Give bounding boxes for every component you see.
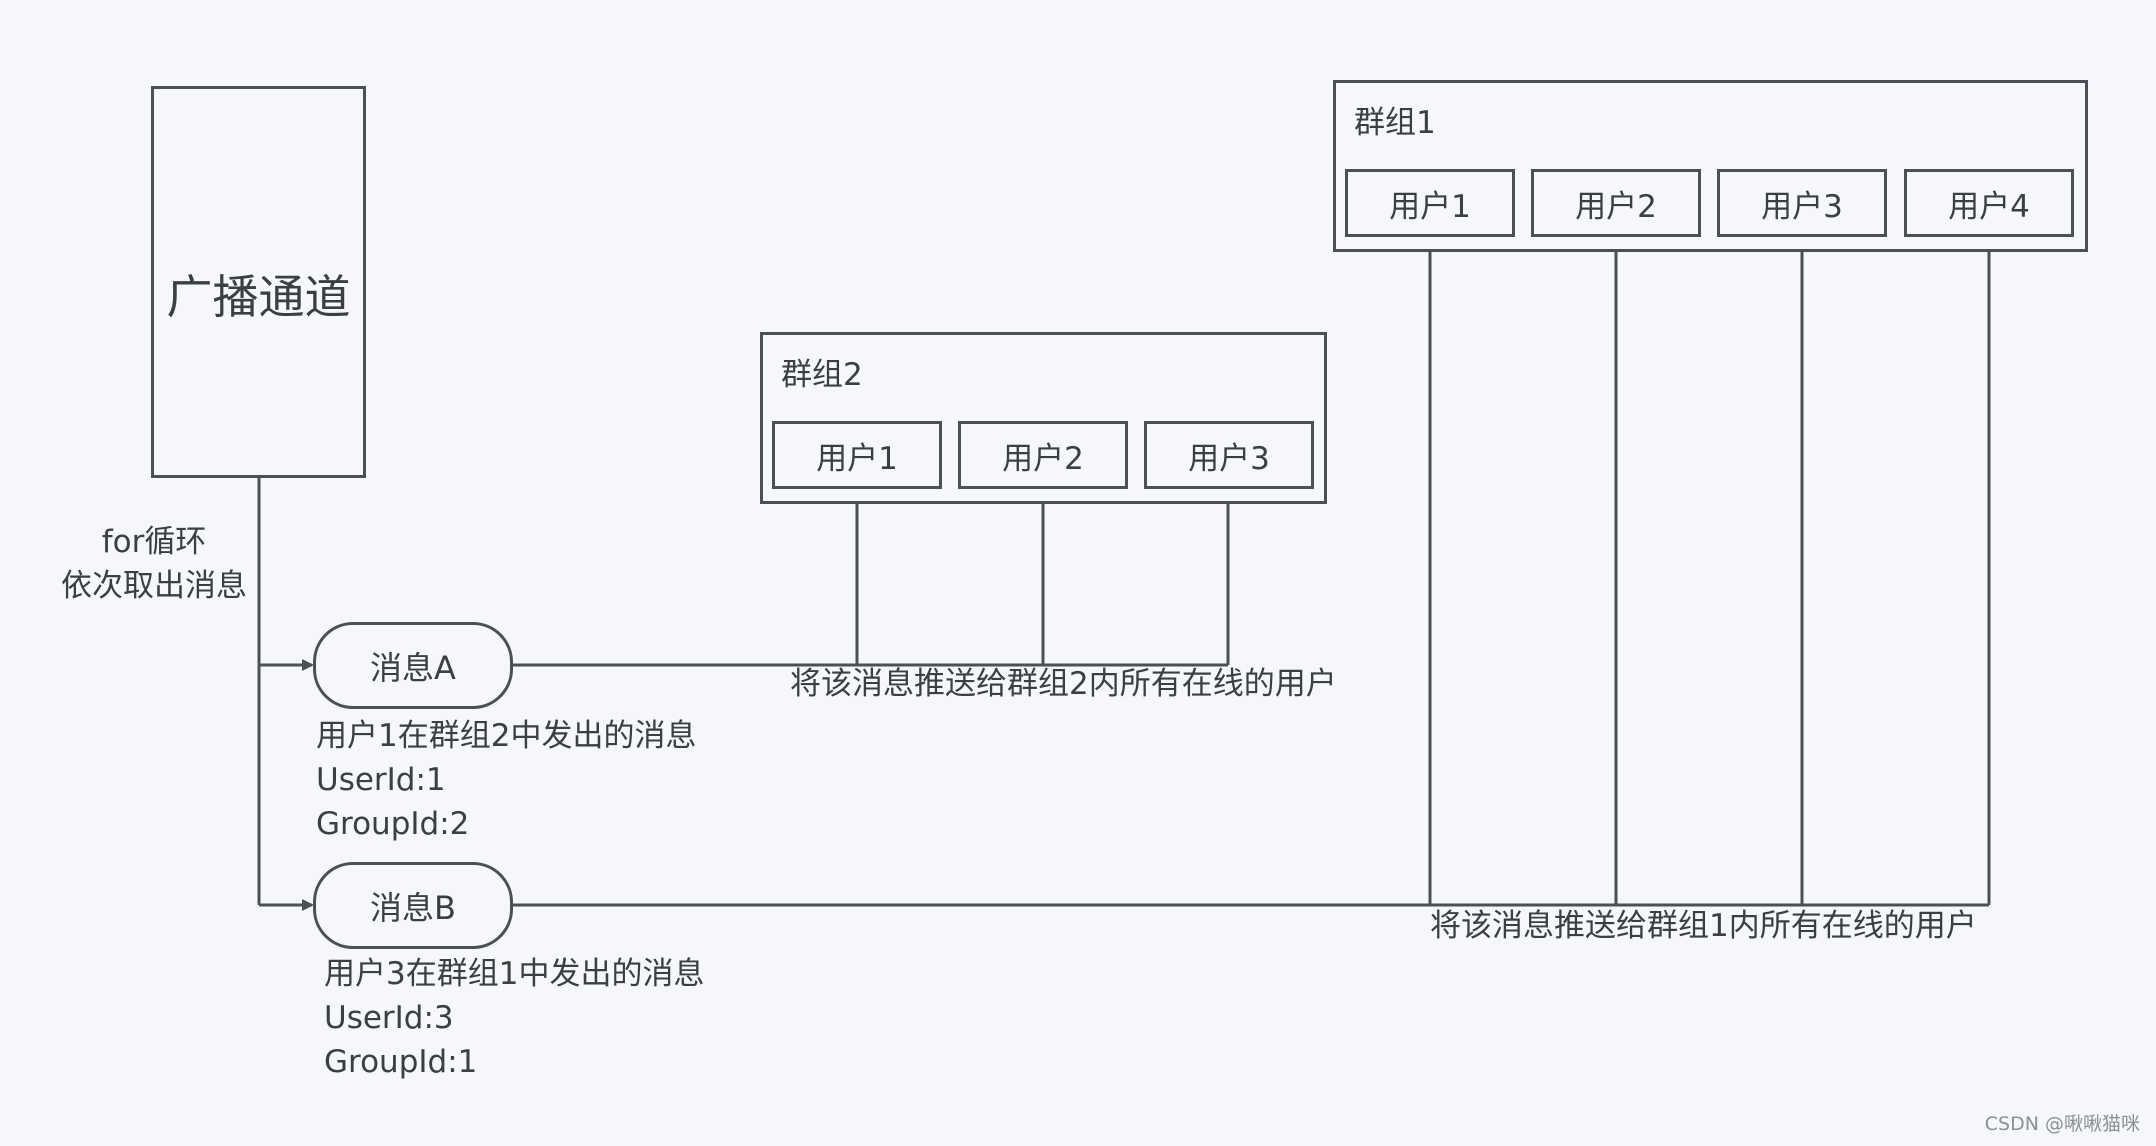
- message-b-node: 消息B: [313, 862, 513, 949]
- message-b-group-id: GroupId:1: [324, 1044, 478, 1080]
- message-a-desc: 用户1在群组2中发出的消息: [316, 718, 697, 754]
- message-b-label: 消息B: [370, 888, 456, 927]
- message-b-desc: 用户3在群组1中发出的消息: [324, 956, 705, 992]
- loop-note-line2: 依次取出消息: [61, 568, 247, 604]
- group2-user3-box: 用户3: [1144, 421, 1314, 489]
- message-a-user-id: UserId:1: [316, 762, 446, 798]
- group1-user1-label: 用户1: [1389, 188, 1471, 225]
- message-b-info: 用户3在群组1中发出的消息 UserId:3 GroupId:1: [324, 952, 704, 1084]
- group1-user2-label: 用户2: [1575, 188, 1657, 225]
- message-b-user-id: UserId:3: [324, 1000, 454, 1036]
- group2-user2-box: 用户2: [958, 421, 1128, 489]
- watermark: CSDN @啾啾猫咪: [1984, 1113, 2140, 1135]
- group1-user1-box: 用户1: [1345, 169, 1515, 237]
- group1-push-label: 将该消息推送给群组1内所有在线的用户: [1430, 908, 1977, 944]
- group2-user2-label: 用户2: [1002, 440, 1084, 477]
- message-a-label: 消息A: [370, 648, 456, 687]
- group1-user3-box: 用户3: [1717, 169, 1887, 237]
- loop-note: for循环 依次取出消息: [52, 520, 256, 608]
- group1-user4-label: 用户4: [1948, 188, 2030, 225]
- group2-push-label: 将该消息推送给群组2内所有在线的用户: [790, 666, 1337, 702]
- group2-user1-box: 用户1: [772, 421, 942, 489]
- group2-user3-label: 用户3: [1188, 440, 1270, 477]
- group1-user3-label: 用户3: [1761, 188, 1843, 225]
- broadcast-channel-box: 广播通道: [151, 86, 366, 478]
- message-a-node: 消息A: [313, 622, 513, 709]
- message-a-group-id: GroupId:2: [316, 806, 470, 842]
- message-a-info: 用户1在群组2中发出的消息 UserId:1 GroupId:2: [316, 714, 696, 846]
- loop-note-line1: for循环: [101, 524, 207, 560]
- group2-title: 群组2: [781, 357, 863, 393]
- group1-user2-box: 用户2: [1531, 169, 1701, 237]
- group1-user4-box: 用户4: [1904, 169, 2074, 237]
- broadcast-channel-label: 广播通道: [166, 270, 351, 324]
- group1-title: 群组1: [1354, 105, 1436, 141]
- group2-user1-label: 用户1: [816, 440, 898, 477]
